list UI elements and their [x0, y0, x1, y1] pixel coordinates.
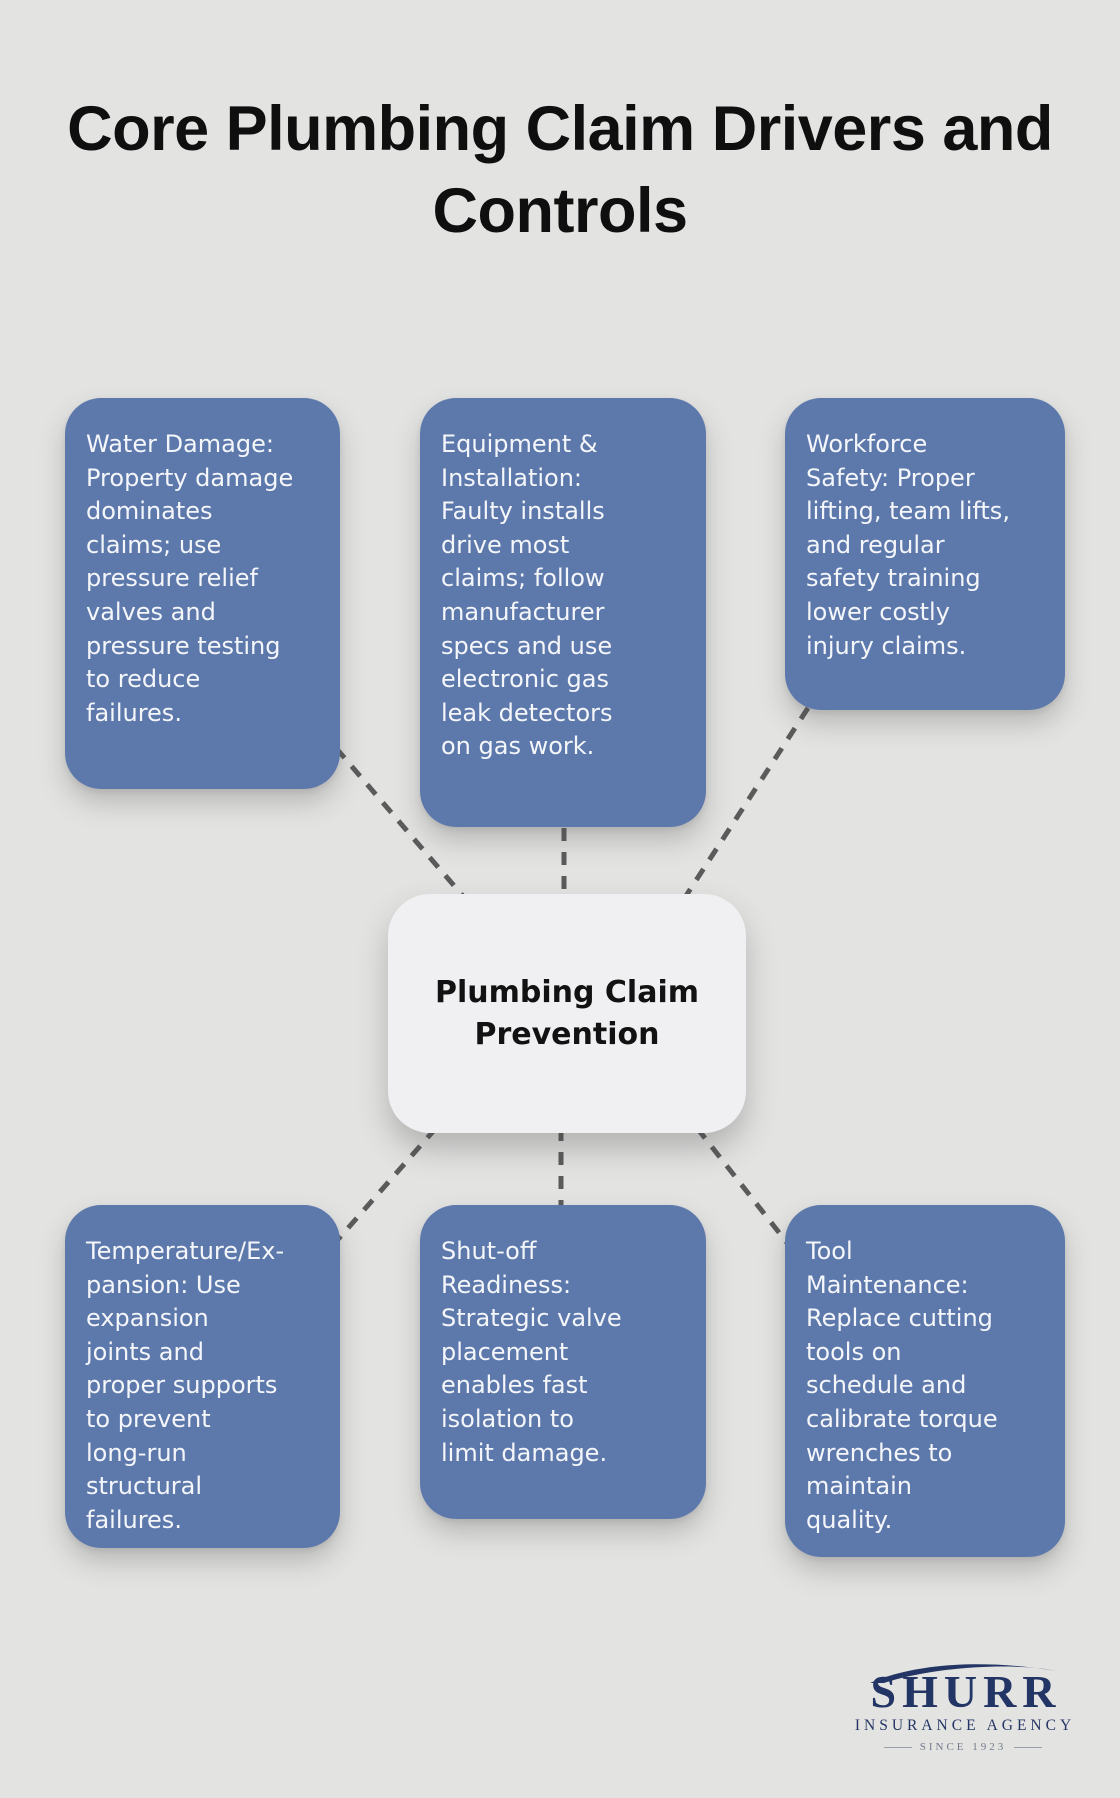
- shurr-logo: SHURR INSURANCE AGENCY SINCE 1923: [855, 1645, 1071, 1753]
- logo-tagline-row: SINCE 1923: [883, 1741, 1043, 1753]
- node-equipment-installation: Equipment & Installation: Faulty install…: [420, 398, 706, 827]
- logo-subtitle: INSURANCE AGENCY: [854, 1717, 1076, 1734]
- connector-bottom-right: [695, 1126, 790, 1246]
- logo-tagline: SINCE 1923: [919, 1741, 1007, 1753]
- node-tool-maintenance-text: Tool Maintenance: Replace cutting tools …: [806, 1237, 998, 1534]
- page-title: Core Plumbing Claim Drivers and Controls: [67, 94, 1053, 246]
- logo-swoosh-icon: [870, 1664, 1056, 1683]
- logo-rule-left: [883, 1746, 912, 1748]
- center-node-label: Plumbing Claim Prevention: [434, 974, 699, 1052]
- node-shutoff-readiness: Shut-off Readiness: Strategic valve plac…: [420, 1205, 706, 1519]
- logo-rule-right: [1014, 1746, 1043, 1748]
- node-temperature-expansion: Temperature/Ex­pansion: Use expansion jo…: [65, 1205, 340, 1548]
- node-water-damage-text: Water Damage: Property damage dominates …: [86, 430, 294, 727]
- node-workforce-safety-text: Workforce Safety: Proper lifting, team l…: [806, 430, 1010, 660]
- node-water-damage: Water Damage: Property damage dominates …: [65, 398, 340, 789]
- connector-bottom-left: [332, 1126, 438, 1246]
- node-tool-maintenance: Tool Maintenance: Replace cutting tools …: [785, 1205, 1065, 1557]
- center-node-plumbing-claim-prevention: Plumbing Claim Prevention: [388, 894, 746, 1133]
- node-equipment-installation-text: Equipment & Installation: Faulty install…: [441, 430, 613, 761]
- node-workforce-safety: Workforce Safety: Proper lifting, team l…: [785, 398, 1065, 710]
- node-shutoff-readiness-text: Shut-off Readiness: Strategic valve plac…: [441, 1237, 622, 1467]
- node-temperature-expansion-text: Temperature/Ex­pansion: Use expansion jo…: [86, 1237, 285, 1534]
